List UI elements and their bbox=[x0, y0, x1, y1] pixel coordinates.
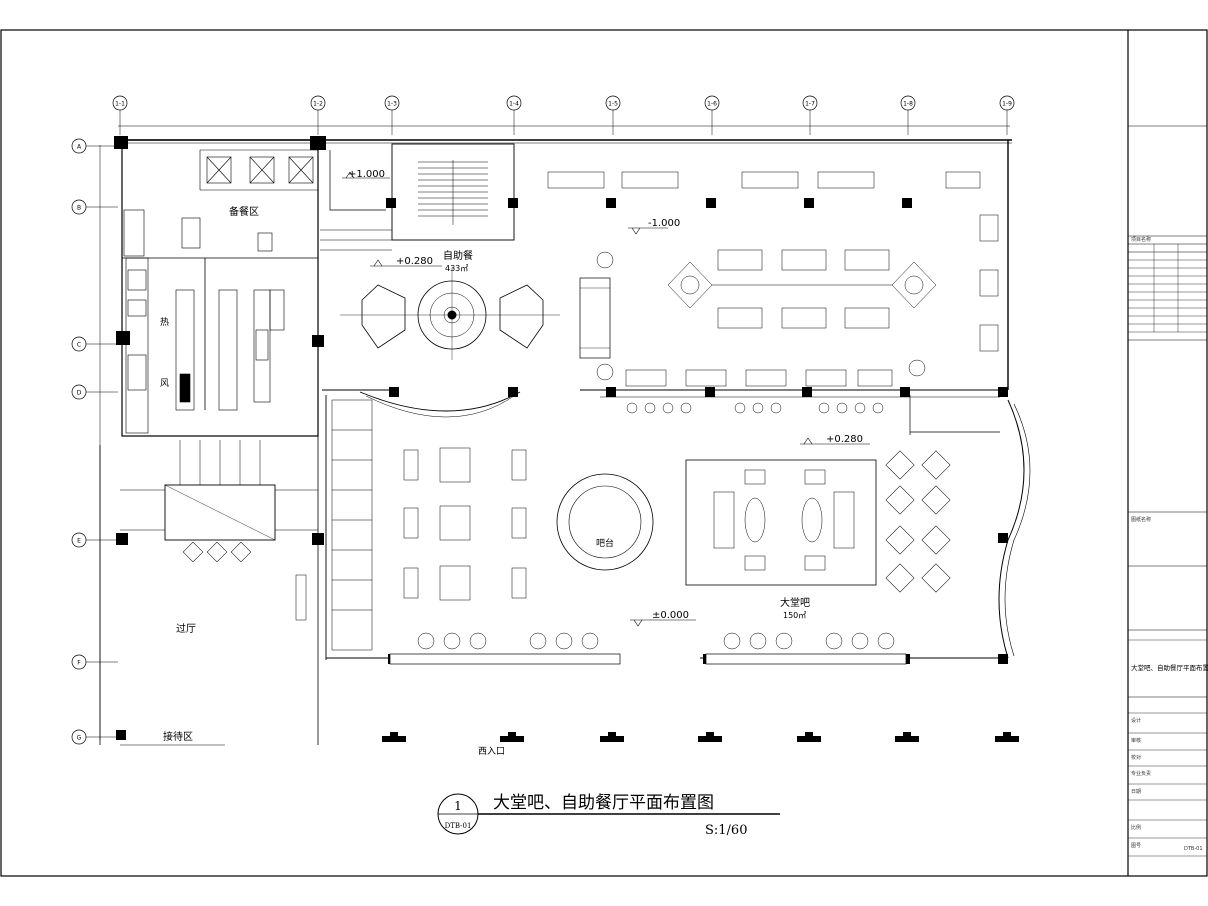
grid-bubble: 1-4 bbox=[506, 95, 522, 111]
svg-text:1-1: 1-1 bbox=[115, 101, 125, 108]
grid-bubble: E bbox=[71, 532, 87, 548]
svg-text:1-3: 1-3 bbox=[387, 101, 397, 108]
exterior-planters bbox=[382, 732, 1019, 742]
svg-text:1-8: 1-8 bbox=[903, 101, 913, 108]
tb-drawing-name: 大堂吧、自助餐厅平面布置图 bbox=[1131, 663, 1208, 672]
level-upper: +1.000 bbox=[348, 169, 385, 180]
walls bbox=[99, 139, 1031, 745]
tb-lead-label: 专业负责 bbox=[1131, 770, 1151, 777]
grid-bubble: 1-3 bbox=[384, 95, 400, 111]
svg-text:F: F bbox=[77, 660, 81, 667]
corridor-features bbox=[120, 440, 318, 746]
svg-text:1-9: 1-9 bbox=[1002, 101, 1012, 108]
stair bbox=[320, 150, 488, 251]
grid-bubble: 1-6 bbox=[704, 95, 720, 111]
buffet-island bbox=[340, 268, 611, 418]
columns bbox=[114, 136, 1008, 740]
grid-bubble: C bbox=[71, 336, 87, 352]
title-block: 项目名称 图纸名称 大堂吧、自助餐厅平面布置图 设计 审核 校对 专业负责 日期… bbox=[1127, 30, 1208, 876]
grid-bubble: A bbox=[71, 138, 87, 154]
grid-bubbles-top: 1-1 1-2 1-3 1-4 1-5 1-6 1-7 1-8 1-9 bbox=[112, 95, 1015, 111]
kitchen-equipment bbox=[123, 156, 314, 434]
svg-text:1-4: 1-4 bbox=[509, 101, 519, 108]
buffet-tables bbox=[547, 171, 999, 387]
svg-text:C: C bbox=[77, 342, 81, 349]
room-label-buffet: 自助餐 bbox=[443, 249, 473, 262]
svg-text:1-2: 1-2 bbox=[313, 101, 323, 108]
lobby-bar-furniture bbox=[331, 399, 951, 665]
grid-bubble: G bbox=[71, 729, 87, 745]
tb-date-label: 日期 bbox=[1131, 789, 1141, 795]
grid-bubble: 1-1 bbox=[112, 95, 128, 111]
grid-bubble: D bbox=[71, 384, 87, 400]
room-label-corridor: 过厅 bbox=[176, 622, 196, 635]
svg-text:1-7: 1-7 bbox=[805, 101, 815, 108]
callout-sheet: DTB-01 bbox=[445, 822, 472, 830]
drawing-title-callout: 1 DTB-01 bbox=[437, 793, 780, 835]
sheet-border bbox=[0, 29, 1208, 877]
svg-text:B: B bbox=[77, 205, 81, 212]
tb-number-label: 图号 bbox=[1131, 843, 1141, 849]
grid-bubble: 1-7 bbox=[802, 95, 818, 111]
svg-text:E: E bbox=[77, 538, 81, 545]
tb-sheet-no: DTB-01 bbox=[1184, 846, 1203, 852]
level-bar-edge: +0.280 bbox=[826, 434, 863, 445]
room-area-lobby-bar: 150㎡ bbox=[783, 611, 806, 620]
room-label-waiting: 接待区 bbox=[163, 730, 193, 743]
room-label-south: 西入口 bbox=[478, 746, 505, 757]
drawing-title: 大堂吧、自助餐厅平面布置图 bbox=[493, 793, 714, 813]
room-area-buffet: 433㎡ bbox=[445, 264, 468, 273]
grid-bubble: 1-2 bbox=[310, 95, 326, 111]
level-sunken: -1.000 bbox=[648, 218, 680, 229]
svg-text:A: A bbox=[77, 144, 82, 151]
grid-bubble: 1-9 bbox=[999, 95, 1015, 111]
svg-text:D: D bbox=[77, 390, 82, 397]
grid-bubble: F bbox=[71, 654, 87, 670]
grid-bubbles-left: A B C D E F G bbox=[71, 138, 87, 745]
callout-number: 1 bbox=[454, 799, 462, 813]
level-buffet: +0.280 bbox=[396, 256, 433, 267]
drawing-scale: S:1/60 bbox=[705, 823, 747, 838]
room-label-bar-counter: 吧台 bbox=[596, 537, 614, 549]
grid-bubble: 1-5 bbox=[605, 95, 621, 111]
room-label-prep: 备餐区 bbox=[229, 205, 259, 218]
planter-row bbox=[596, 251, 926, 414]
tb-scale-label: 比例 bbox=[1131, 824, 1141, 831]
room-label-kitchen-b: 风 bbox=[160, 378, 169, 389]
tb-project-label: 项目名称 bbox=[1131, 236, 1151, 243]
svg-text:1-6: 1-6 bbox=[707, 101, 717, 108]
tb-design-label: 设计 bbox=[1131, 717, 1141, 724]
tb-review-label: 审核 bbox=[1131, 737, 1141, 744]
grid-bubble: 1-8 bbox=[900, 95, 916, 111]
tb-drawing-name-label: 图纸名称 bbox=[1131, 516, 1151, 523]
tb-check-label: 校对 bbox=[1131, 754, 1141, 761]
room-label-lobby-bar: 大堂吧 bbox=[780, 596, 810, 609]
svg-text:1-5: 1-5 bbox=[608, 101, 618, 108]
level-lower: ±0.000 bbox=[652, 610, 689, 621]
grid-axes bbox=[86, 110, 1010, 740]
room-label-kitchen-a: 热 bbox=[160, 316, 169, 328]
grid-bubble: B bbox=[71, 199, 87, 215]
level-markers bbox=[342, 171, 870, 627]
svg-text:G: G bbox=[77, 735, 82, 742]
